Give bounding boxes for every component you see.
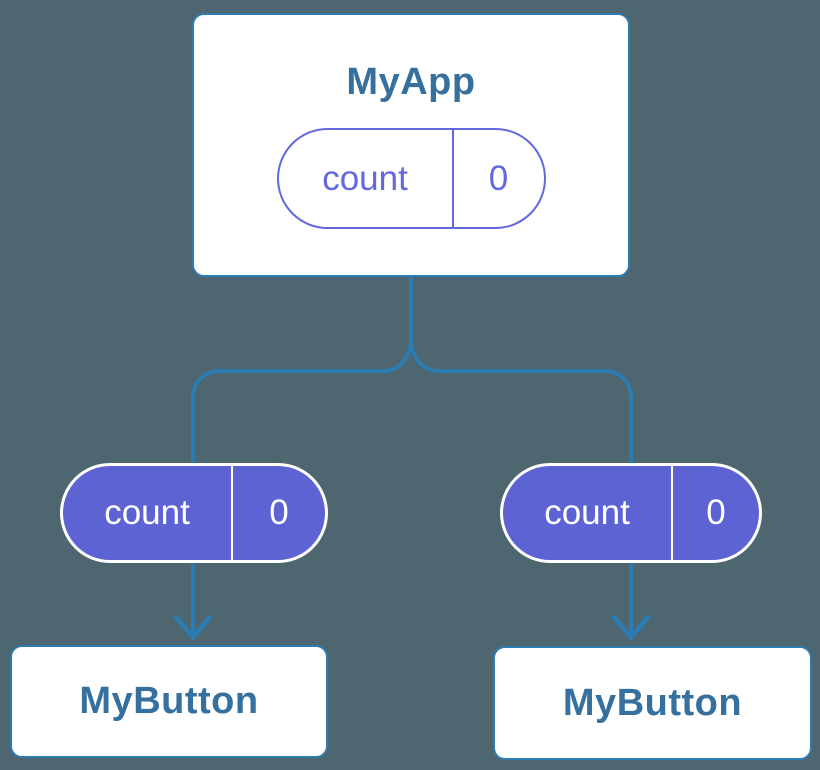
state-pill-myapp: count 0: [276, 128, 546, 229]
state-label: count: [63, 466, 233, 560]
node-mybutton-right: MyButton: [493, 646, 812, 760]
node-myapp-title: MyApp: [346, 61, 476, 103]
node-mybutton-left: MyButton: [10, 645, 328, 758]
arrowhead-left-icon: [173, 614, 213, 641]
arrowhead-right-icon: [611, 614, 651, 641]
state-label: count: [279, 130, 454, 227]
node-mybutton-title: MyButton: [562, 681, 743, 724]
state-label: count: [503, 466, 673, 560]
edge-root-to-right-child: [409, 277, 633, 633]
prop-pill-right: count 0: [500, 463, 762, 563]
prop-pill-left: count 0: [60, 463, 328, 563]
state-value: 0: [269, 493, 289, 532]
state-value: 0: [488, 158, 509, 198]
edge-root-to-left-child: [191, 277, 413, 633]
node-myapp: MyApp count 0: [192, 13, 630, 277]
state-value: 0: [706, 493, 726, 532]
node-mybutton-title: MyButton: [79, 680, 259, 722]
